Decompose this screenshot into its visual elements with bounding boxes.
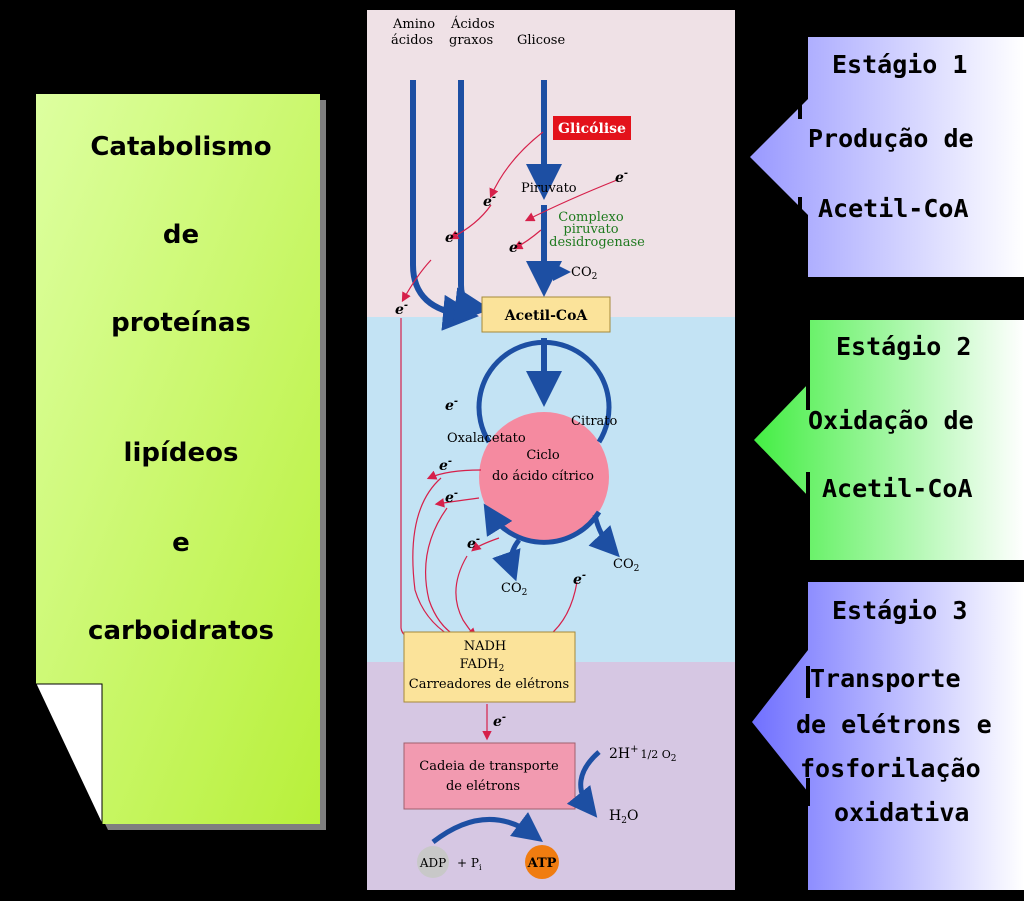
cycle-co2-arrow-left: [492, 538, 522, 582]
note-line: carboidratos: [88, 616, 274, 646]
electron-arrow: [426, 469, 482, 480]
electron-arrow: [471, 537, 500, 552]
stage-2-title: Estágio 2: [836, 332, 972, 361]
stage-2-line2: Acetil-CoA: [822, 474, 973, 503]
electron-label: e-: [445, 228, 458, 246]
electron-label: e-: [439, 456, 452, 474]
note-line: lipídeos: [123, 438, 239, 468]
stage-1-title: Estágio 1: [832, 50, 968, 79]
electron-arrow: [401, 259, 432, 303]
adp-circle: [417, 846, 449, 878]
glucose-label: Glicose: [517, 33, 565, 48]
complex-label-3: desidrogenase: [549, 235, 645, 250]
adp-label: ADP: [419, 856, 446, 870]
o2-to-water-arrow: [566, 750, 601, 818]
oxaloacetate-label: Oxalacetato: [447, 431, 526, 446]
note-line: e: [172, 528, 190, 558]
etc-box: [403, 742, 576, 810]
electron-carriers-box: [403, 631, 576, 703]
atp-circle: [525, 845, 559, 879]
electron-arrow: [489, 131, 544, 199]
electron-label: e-: [573, 570, 586, 588]
glycolysis-box: [553, 116, 631, 140]
stage-1-line2: Acetil-CoA: [818, 194, 969, 223]
stage-3-line3: fosforilação: [800, 754, 981, 783]
electron-label: e-: [493, 712, 506, 730]
co2-label-2: CO2: [501, 581, 527, 598]
acetyl-coa-box: [481, 296, 611, 333]
electron-label: e-: [445, 488, 458, 506]
complex-label-2: piruvato: [563, 222, 618, 237]
electron-arrow: [524, 179, 618, 222]
cycle-ring-bottom: [483, 503, 602, 545]
amino-label: Amino: [392, 17, 435, 32]
fatty-label-2: graxos: [449, 33, 493, 48]
electron-label: e-: [509, 238, 522, 256]
stage-2-line1: Oxidação de: [808, 406, 974, 435]
electron-label: e-: [445, 396, 458, 414]
electron-arrow: [512, 229, 542, 250]
complex-label-1: Complexo: [558, 210, 624, 225]
etc-label-1: Cadeia de transporte: [419, 759, 559, 774]
citrate-label: Citrato: [571, 414, 618, 429]
stage-1-callout: [750, 37, 1024, 277]
metabolism-diagram: Amino ácidos Ácidos graxos Glicose Glicó…: [367, 10, 735, 890]
note-line: proteínas: [111, 308, 251, 338]
electron-arrow: [448, 204, 492, 240]
stage-2-callout: [754, 320, 1024, 560]
note-line: Catabolismo: [90, 132, 272, 162]
stage-3-line4: oxidativa: [834, 798, 970, 827]
adp-to-atp-arrow: [431, 812, 544, 844]
proton-oxygen-label: 2H+1/2 O2: [609, 744, 676, 764]
atp-label: ATP: [527, 856, 557, 871]
amino-label-2: ácidos: [391, 33, 433, 48]
cycle-label-1: Ciclo: [526, 448, 560, 463]
stage-3-line1: Transporte: [810, 664, 961, 693]
co2-label-3: CO2: [613, 557, 639, 574]
co2-label-1: CO2: [571, 265, 597, 282]
water-label: H2O: [609, 808, 638, 826]
acetyl-coa-label: Acetil-CoA: [504, 308, 589, 324]
catabolism-note: [36, 94, 326, 830]
fadh2-label: FADH2: [460, 657, 505, 674]
fatty-flow-arrow: [453, 80, 491, 324]
electron-arrow: [434, 497, 480, 508]
cycle-label-2: do ácido cítrico: [492, 469, 594, 484]
electron-label: e-: [615, 168, 628, 186]
stage-3-title: Estágio 3: [832, 596, 968, 625]
stage-1-line1: Produção de: [808, 124, 974, 153]
nadh-label: NADH: [464, 639, 507, 654]
carriers-label: Carreadores de elétrons: [409, 677, 569, 692]
electron-label: e-: [483, 192, 496, 210]
stage-3-line2: de elétrons e: [796, 710, 992, 739]
fatty-label: Ácidos: [450, 16, 495, 32]
note-folded-corner: [36, 683, 103, 825]
note-line: de: [162, 220, 200, 250]
electron-label: e-: [395, 300, 408, 318]
electron-label: e-: [467, 534, 480, 552]
etc-label-2: de elétrons: [446, 779, 520, 794]
glycolysis-label: Glicólise: [558, 121, 626, 137]
cycle-co2-arrow-right: [588, 514, 620, 558]
co2-branch-arrow: [542, 259, 571, 281]
pi-label: + Pi: [457, 856, 482, 872]
pyruvate-label: Piruvato: [521, 181, 577, 196]
cycle-ring: [476, 339, 612, 444]
stage-3-callout: [752, 582, 1024, 890]
